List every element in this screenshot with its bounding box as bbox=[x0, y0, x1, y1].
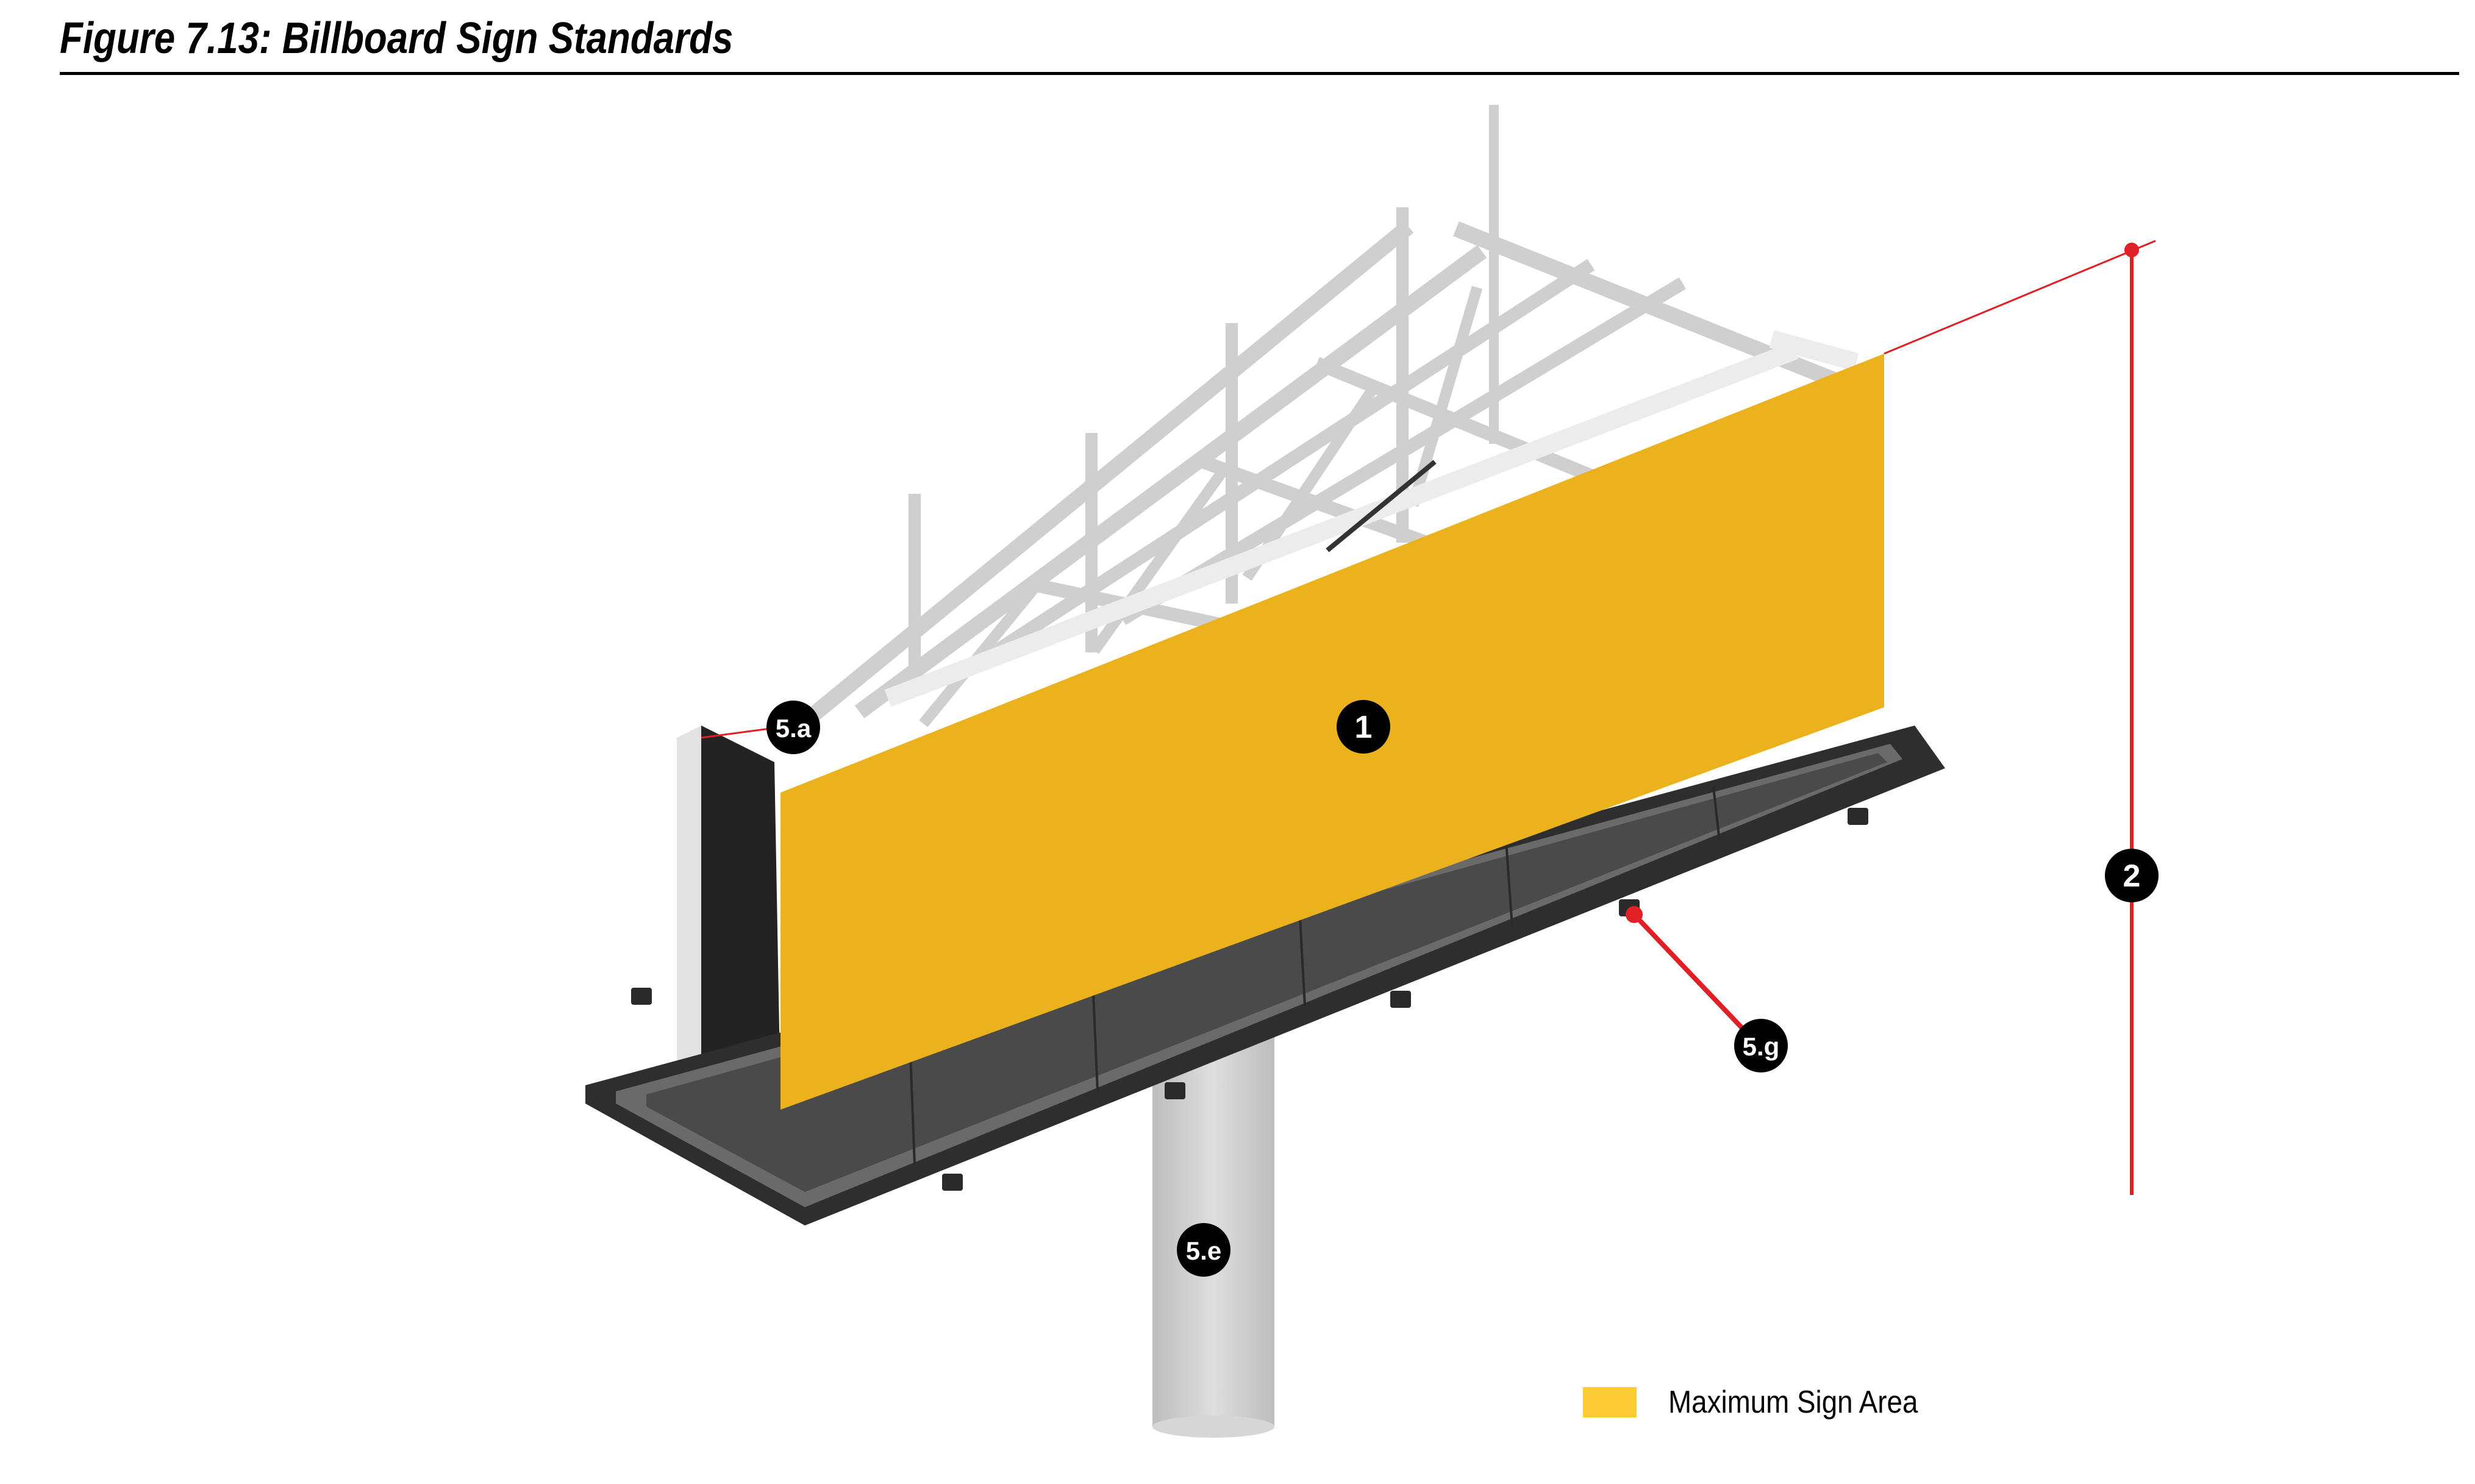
legend: Maximum Sign Area bbox=[1583, 1384, 1952, 1421]
callout-extension: 5.a bbox=[766, 701, 820, 754]
light-fixture-icon bbox=[1165, 1082, 1185, 1099]
callout-sign-face: 1 bbox=[1337, 700, 1390, 754]
svg-text:5.e: 5.e bbox=[1186, 1236, 1221, 1265]
light-fixture-icon bbox=[631, 988, 652, 1005]
title-rule bbox=[60, 72, 2459, 75]
svg-text:5.a: 5.a bbox=[776, 714, 812, 743]
callout-pole: 5.e bbox=[1177, 1223, 1230, 1277]
svg-text:1: 1 bbox=[1355, 710, 1373, 745]
light-fixture-icon bbox=[1390, 991, 1411, 1008]
callout-lighting: 5.g bbox=[1734, 1019, 1788, 1072]
sign-side-cabinet bbox=[677, 726, 780, 1097]
callout-max-height: 2 bbox=[2105, 849, 2159, 902]
legend-label: Maximum Sign Area bbox=[1668, 1385, 1918, 1420]
light-fixture-icon bbox=[942, 1174, 963, 1191]
catwalk-platform bbox=[585, 726, 1945, 1225]
height-dimension bbox=[1884, 240, 2156, 1195]
light-fixtures bbox=[631, 808, 1868, 1191]
figure-title: Figure 7.13: Billboard Sign Standards bbox=[60, 14, 734, 63]
svg-text:5.g: 5.g bbox=[1743, 1032, 1780, 1061]
lighting-leader bbox=[1626, 906, 1755, 1041]
legend-swatch bbox=[1583, 1387, 1637, 1418]
sign-face bbox=[780, 354, 1884, 1110]
svg-text:2: 2 bbox=[2123, 858, 2141, 894]
light-fixture-icon bbox=[1848, 808, 1868, 825]
